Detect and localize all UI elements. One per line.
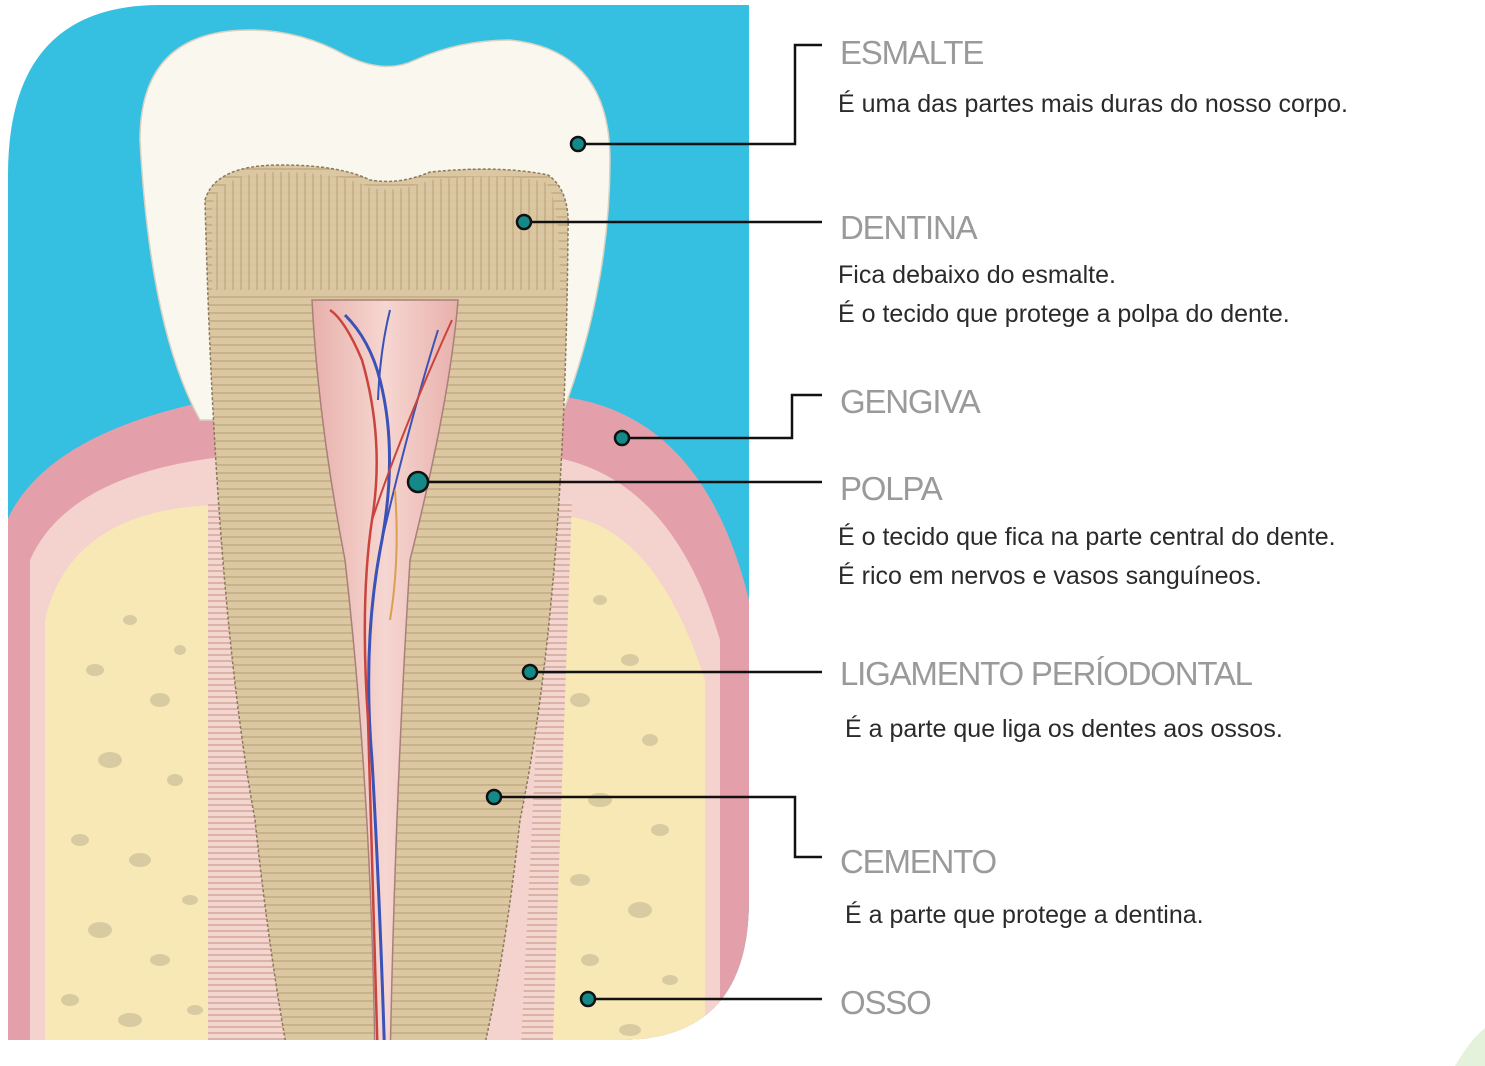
label-ligamento: LIGAMENTO PERÍODONTAL <box>840 657 1252 690</box>
marker-dentina <box>517 215 531 229</box>
marker-polpa <box>408 472 428 492</box>
marker-ligamento <box>523 665 537 679</box>
label-gengiva: GENGIVA <box>840 385 980 418</box>
bone-left <box>45 505 215 1066</box>
marker-osso <box>581 992 595 1006</box>
description-line: É uma das partes mais duras do nosso cor… <box>838 85 1348 124</box>
description-line: Fica debaixo do esmalte. <box>838 256 1290 295</box>
label-dentina: DENTINA <box>840 211 976 244</box>
label-osso: OSSO <box>840 986 931 1019</box>
marker-esmalte <box>571 137 585 151</box>
description-line: É o tecido que protege a polpa do dente. <box>838 295 1290 334</box>
dentin-crown-radial <box>212 172 560 290</box>
label-esmalte: ESMALTE <box>840 36 983 69</box>
description-ligamento: É a parte que liga os dentes aos ossos. <box>845 710 1283 749</box>
description-dentina: Fica debaixo do esmalte. É o tecido que … <box>838 256 1290 334</box>
description-line: É a parte que liga os dentes aos ossos. <box>845 710 1283 749</box>
label-polpa: POLPA <box>840 472 942 505</box>
marker-gengiva <box>615 431 629 445</box>
decorative-corner-shape <box>1455 1028 1485 1066</box>
description-esmalte: É uma das partes mais duras do nosso cor… <box>838 85 1348 124</box>
description-polpa: É o tecido que fica na parte central do … <box>838 518 1336 596</box>
label-cemento: CEMENTO <box>840 845 996 878</box>
description-line: É rico em nervos e vasos sanguíneos. <box>838 557 1336 596</box>
description-cemento: É a parte que protege a dentina. <box>845 896 1204 935</box>
description-line: É o tecido que fica na parte central do … <box>838 518 1336 557</box>
description-line: É a parte que protege a dentina. <box>845 896 1204 935</box>
marker-cemento <box>487 790 501 804</box>
